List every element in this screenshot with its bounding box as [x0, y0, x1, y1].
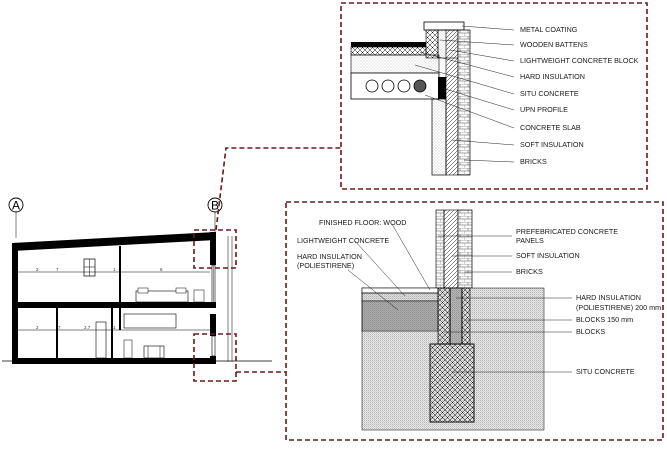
svg-text:BLOCKS 150 mm: BLOCKS 150 mm [576, 315, 633, 324]
svg-text:6: 6 [160, 267, 163, 272]
svg-text:CONCRETE SLAB: CONCRETE SLAB [520, 123, 581, 132]
svg-text:(POLIESTIRENE) 200 mm: (POLIESTIRENE) 200 mm [576, 303, 661, 312]
svg-text:1: 1 [113, 325, 116, 330]
situ-concrete [350, 54, 440, 74]
kitchen-counter [123, 313, 177, 329]
blocks-150 [461, 287, 471, 345]
hard-insulation-wall [449, 287, 463, 345]
svg-text:BRICKS: BRICKS [520, 157, 547, 166]
door [95, 321, 107, 359]
svg-text:PREFEBRICATED CONCRETE: PREFEBRICATED CONCRETE [516, 227, 618, 236]
first-floor-slab [12, 302, 216, 308]
prefab-panels [435, 209, 445, 289]
detail-top-drawing [350, 21, 471, 176]
grid-label-b: B [211, 199, 219, 213]
svg-text:2.7: 2.7 [84, 325, 91, 330]
bricks-top [457, 29, 471, 176]
detail-bottom-labels: FINISHED FLOOR: WOOD LIGHTWEIGHT CONCRET… [297, 218, 661, 376]
svg-text:SITU CONCRETE: SITU CONCRETE [520, 89, 579, 98]
svg-text:2: 2 [36, 325, 39, 330]
svg-text:HARD INSULATION: HARD INSULATION [297, 252, 362, 261]
svg-text:BRICKS: BRICKS [516, 267, 543, 276]
ground-floor-slab [12, 358, 216, 364]
detail-top-leaders [414, 25, 515, 163]
svg-text:LIGHTWEIGHT CONCRETE: LIGHTWEIGHT CONCRETE [297, 236, 389, 245]
detail-frame-top [340, 2, 648, 190]
callout-link-top [215, 147, 341, 231]
svg-text:7: 7 [58, 325, 61, 330]
hard-insulation-floor [361, 300, 439, 332]
detail-frame-bottom [285, 201, 664, 441]
svg-text:7: 7 [56, 267, 59, 272]
svg-text:FINISHED FLOOR: WOOD: FINISHED FLOOR: WOOD [319, 218, 406, 227]
lightweight-concrete [361, 292, 439, 302]
svg-text:1: 1 [113, 267, 116, 272]
soft-insulation-top [445, 29, 459, 176]
detail-bottom-drawing [361, 209, 545, 431]
metal-coating [423, 21, 465, 31]
soft-insulation-bottom [443, 209, 459, 289]
bricks-bottom [457, 209, 473, 289]
svg-text:LIGHTWEIGHT CONCRETE BLOCK: LIGHTWEIGHT CONCRETE BLOCK [520, 56, 639, 65]
right-wall-upper [210, 232, 216, 265]
wooden-battens [425, 29, 439, 59]
svg-text:SOFT INSULATION: SOFT INSULATION [520, 140, 584, 149]
detail-bottom-leaders [347, 223, 572, 373]
svg-text:HARD INSULATION: HARD INSULATION [520, 72, 585, 81]
blocks [437, 287, 451, 345]
chair-table [143, 345, 165, 359]
svg-text:BLOCKS: BLOCKS [576, 327, 605, 336]
callout-box-bottom [193, 333, 237, 382]
bed [135, 290, 189, 303]
svg-text:SOFT INSULATION: SOFT INSULATION [516, 251, 580, 260]
svg-text:2: 2 [36, 267, 39, 272]
svg-text:HARD INSULATION: HARD INSULATION [576, 293, 641, 302]
grid-label-a: A [12, 199, 20, 213]
svg-text:PANELS: PANELS [516, 236, 544, 245]
svg-text:SITU CONCRETE: SITU CONCRETE [576, 367, 635, 376]
svg-text:WOODEN BATTENS: WOODEN BATTENS [520, 40, 588, 49]
roof-slab [12, 232, 216, 251]
svg-text:METAL COATING: METAL COATING [520, 25, 578, 34]
svg-text:(POLIESTIRENE): (POLIESTIRENE) [297, 261, 354, 270]
callout-box-top [193, 229, 237, 269]
detail-top-labels: METAL COATING WOODEN BATTENS LIGHTWEIGHT… [520, 25, 639, 166]
situ-concrete-footing [429, 343, 475, 423]
svg-text:UPN PROFILE: UPN PROFILE [520, 105, 568, 114]
building-section: A B [2, 197, 272, 364]
